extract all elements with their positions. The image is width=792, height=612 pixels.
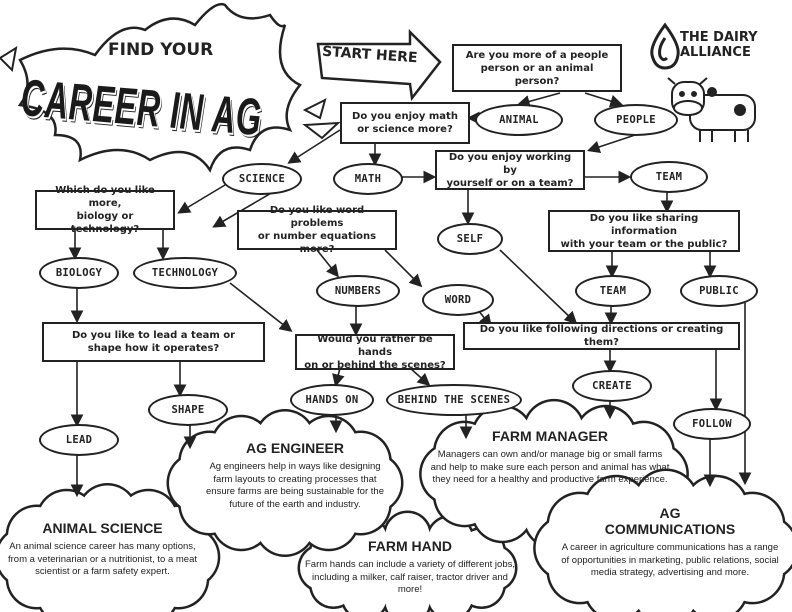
flow-arrow [316, 249, 339, 278]
flow-arrow [229, 282, 293, 332]
question-line: shape how it operates? [87, 343, 220, 354]
question-line: biology or technology? [70, 211, 140, 235]
question-line: on or behind the scenes? [304, 359, 446, 371]
cloud-ag-communications [533, 468, 792, 612]
question-line: Are you more of a people [465, 49, 609, 61]
brand-line1: THE DAIRY [680, 30, 758, 45]
question-q7: Do you like to lead a team or shape how i… [42, 322, 265, 362]
option-team2: TEAM [575, 275, 651, 307]
option-science: SCIENCE [222, 163, 302, 195]
flow-arrow [409, 367, 431, 387]
option-technology: TECHNOLOGY [133, 257, 237, 289]
career-ag-communications: AG COMMUNICATIONS A career in agriculture… [560, 505, 780, 580]
question-line: Which do you like more, [55, 185, 155, 209]
career-animal-science: ANIMAL SCIENCE An animal science career h… [5, 520, 200, 579]
question-line: yourself or on a team? [446, 177, 574, 189]
question-line: Do you like following directions or crea… [479, 324, 724, 348]
career-title: AG ENGINEER [245, 440, 344, 456]
option-people: PEOPLE [594, 104, 678, 136]
option-team: TEAM [630, 161, 708, 193]
option-follow: FOLLOW [673, 408, 751, 440]
flow-arrow [516, 92, 561, 108]
question-q9: Do you like following directions or crea… [463, 322, 740, 350]
title-find-your: FIND YOUR [108, 40, 214, 60]
option-animal: ANIMAL [475, 104, 563, 136]
flow-arrow [384, 249, 423, 288]
career-description: Ag engineers help in ways like designing… [206, 461, 384, 510]
career-title: FARM MANAGER [492, 428, 608, 444]
career-description: An animal science career has many option… [7, 541, 198, 577]
option-self: SELF [437, 223, 503, 255]
option-public: PUBLIC [680, 275, 758, 307]
question-line: person or an animal person? [480, 62, 594, 87]
question-line: Do you like sharing information [589, 212, 699, 237]
career-farm-manager: FARM MANAGER Managers can own and/or mana… [430, 428, 670, 487]
title-burst [17, 2, 302, 173]
burst-accent [0, 45, 341, 140]
flow-arrow [287, 129, 341, 164]
cloud-animal-science [0, 482, 221, 612]
option-behind: BEHIND THE SCENES [386, 384, 522, 416]
brand-line2: ALLIANCE [680, 45, 751, 60]
flow-arrow [332, 367, 345, 388]
career-description: A career in agriculture communications h… [561, 542, 779, 578]
question-q2: Do you enjoy math or science more? [340, 102, 470, 144]
dairy-alliance-logo: THE DAIRY ALLIANCE [680, 30, 758, 60]
option-shape: SHAPE [148, 394, 228, 426]
career-farm-hand: FARM HAND Farm hands can include a variet… [305, 538, 515, 597]
cow-icon [667, 77, 756, 142]
career-title: ANIMAL SCIENCE [42, 520, 163, 536]
career-ag-engineer: AG ENGINEER Ag engineers help in ways lik… [205, 440, 385, 511]
question-line: with your team or the public? [560, 238, 728, 250]
start-arrow [316, 28, 442, 102]
option-biology: BIOLOGY [39, 257, 119, 289]
option-math: MATH [333, 163, 403, 195]
career-title: FARM HAND [368, 538, 452, 554]
career-description: Managers can own and/or manage big or sm… [430, 449, 670, 485]
question-line: or science more? [357, 124, 453, 135]
flow-arrow [177, 181, 231, 214]
question-line: Do you enjoy working by [448, 151, 572, 176]
question-line: Would you rather be hands [317, 333, 433, 358]
question-line: Do you like word problems [269, 205, 365, 229]
option-numbers: NUMBERS [316, 275, 400, 307]
question-line: Do you like to lead a team or [71, 330, 236, 341]
question-line: Do you enjoy math [352, 111, 458, 122]
option-hands-on: HANDS ON [290, 384, 374, 416]
option-word: WORD [422, 284, 494, 316]
cloud-ag-engineer [166, 409, 404, 557]
question-q4: Which do you like more,biology or techno… [35, 185, 175, 235]
option-lead: LEAD [39, 424, 119, 456]
flow-arrow [499, 249, 578, 325]
question-line: or number equations more? [257, 231, 377, 255]
career-description: Farm hands can include a variety of diff… [305, 559, 515, 595]
cloud-farm-hand [297, 510, 518, 612]
flow-arrow [584, 92, 624, 108]
dairy-alliance-drop-icon [650, 22, 680, 70]
career-title: AG COMMUNICATIONS [604, 505, 736, 537]
option-create: CREATE [572, 370, 652, 402]
